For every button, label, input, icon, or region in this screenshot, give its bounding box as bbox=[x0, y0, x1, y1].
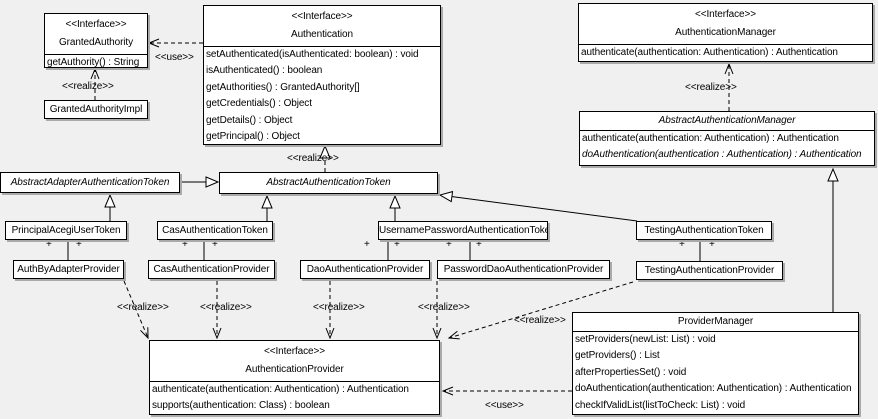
stereotype-label: <<Interface>> bbox=[264, 346, 325, 357]
plus-label: + bbox=[709, 239, 715, 250]
class-cas-authentication-token: CasAuthenticationToken bbox=[157, 221, 273, 240]
realize-label: <<realize>> bbox=[685, 82, 737, 93]
plus-label: + bbox=[476, 239, 482, 250]
method-label: getAuthorities() : GrantedAuthority[] bbox=[206, 81, 360, 93]
class-abstract-authentication-token: AbstractAuthenticationToken bbox=[219, 172, 438, 194]
class-granted-authority-impl: GrantedAuthorityImpl bbox=[44, 100, 148, 119]
method-label: setAuthenticated(isAuthenticated: boolea… bbox=[206, 49, 419, 60]
method-label: doAuthentication(authentication: Authent… bbox=[575, 383, 852, 395]
plus-label: + bbox=[394, 239, 400, 250]
class-provider-manager: ProviderManager setProviders(newList: Li… bbox=[572, 312, 859, 415]
class-name: TestingAuthenticationProvider bbox=[644, 265, 775, 276]
method-label: isAuthenticated() : boolean bbox=[206, 65, 323, 77]
plus-label: + bbox=[446, 239, 452, 250]
method-label: doAuthentication(authentication : Authen… bbox=[582, 149, 862, 161]
method-label: getCredentials() : Object bbox=[206, 98, 312, 110]
edge-gen-testingauthenticationtoken bbox=[440, 195, 638, 222]
class-authentication-manager: <<Interface>> AuthenticationManager auth… bbox=[578, 3, 873, 62]
class-name: AuthenticationManager bbox=[675, 27, 776, 38]
class-testing-authentication-provider: TestingAuthenticationProvider bbox=[636, 261, 783, 280]
method-label: setProviders(newList: List) : void bbox=[575, 334, 716, 345]
realize-label: <<realize>> bbox=[117, 302, 169, 313]
realize-label: <<realize>> bbox=[287, 153, 339, 164]
method-label: authenticate(authentication: Authenticat… bbox=[582, 133, 839, 144]
class-name: PrincipalAcegiUserToken bbox=[11, 225, 121, 236]
method-label: supports(authentication: Class) : boolea… bbox=[152, 400, 330, 412]
stereotype-label: <<Interface>> bbox=[65, 19, 127, 30]
class-password-dao-authentication-provider: PasswordDaoAuthenticationProvider bbox=[437, 260, 610, 279]
class-abstract-adapter-authentication-token: AbstractAdapterAuthenticationToken bbox=[0, 172, 180, 193]
method-label: authenticate(authentication: Authenticat… bbox=[581, 47, 838, 58]
method-label: getProviders() : List bbox=[575, 350, 660, 362]
plus-label: + bbox=[182, 239, 188, 250]
class-name: CasAuthenticationToken bbox=[162, 225, 268, 236]
class-name: AuthByAdapterProvider bbox=[17, 264, 120, 275]
class-authentication-provider: <<Interface>> AuthenticationProvider aut… bbox=[149, 340, 440, 415]
class-name: UsernamePasswordAuthenticationToken bbox=[379, 225, 547, 236]
class-name: AbstractAdapterAuthenticationToken bbox=[10, 177, 170, 188]
plus-label: + bbox=[46, 239, 52, 250]
plus-label: + bbox=[679, 239, 685, 250]
class-cas-authentication-provider: CasAuthenticationProvider bbox=[148, 260, 275, 279]
realize-label: <<realize>> bbox=[62, 81, 114, 92]
class-name: DaoAuthenticationProvider bbox=[306, 264, 424, 275]
class-name: AuthenticationProvider bbox=[245, 364, 344, 375]
class-granted-authority: <<Interface>> GrantedAuthority getAuthor… bbox=[44, 13, 148, 68]
class-name: GrantedAuthorityImpl bbox=[49, 104, 143, 115]
realize-label: <<realize>> bbox=[418, 302, 470, 313]
realize-label: <<realize>> bbox=[514, 315, 566, 326]
class-principal-acegi-user-token: PrincipalAcegiUserToken bbox=[5, 221, 127, 240]
method-label: checkIfValidList(listToCheck: List) : vo… bbox=[575, 399, 746, 411]
plus-label: + bbox=[212, 239, 218, 250]
class-username-password-authentication-token: UsernamePasswordAuthenticationToken bbox=[378, 221, 548, 240]
class-authentication: <<Interface>> Authentication setAuthenti… bbox=[203, 5, 441, 145]
class-name: GrantedAuthority bbox=[59, 37, 133, 48]
method-label: getPrincipal() : Object bbox=[206, 130, 300, 142]
stereotype-label: <<Interface>> bbox=[695, 9, 756, 20]
class-name: AbstractAuthenticationManager bbox=[658, 115, 796, 126]
class-name: AbstractAuthenticationToken bbox=[266, 177, 391, 188]
class-testing-authentication-token: TestingAuthenticationToken bbox=[636, 221, 772, 240]
use-label: <<use>> bbox=[485, 400, 524, 411]
edge-realize-authbyadapterprovider bbox=[123, 280, 148, 338]
method-label: getAuthority() : String bbox=[47, 57, 140, 68]
realize-label: <<realize>> bbox=[200, 302, 252, 313]
class-name: CasAuthenticationProvider bbox=[153, 264, 270, 275]
realize-label: <<realize>> bbox=[313, 302, 365, 313]
class-name: ProviderManager bbox=[677, 316, 754, 327]
class-name: PasswordDaoAuthenticationProvider bbox=[443, 264, 604, 275]
method-label: authenticate(authentication: Authenticat… bbox=[152, 384, 409, 395]
method-label: afterPropertiesSet() : void bbox=[575, 366, 687, 378]
class-dao-authentication-provider: DaoAuthenticationProvider bbox=[300, 260, 430, 279]
plus-label: + bbox=[364, 239, 370, 250]
class-name: Authentication bbox=[291, 29, 353, 40]
class-auth-by-adapter-provider: AuthByAdapterProvider bbox=[13, 260, 124, 279]
use-label: <<use>> bbox=[155, 52, 194, 63]
class-name: TestingAuthenticationToken bbox=[644, 225, 764, 236]
stereotype-label: <<Interface>> bbox=[291, 11, 353, 22]
class-abstract-authentication-manager: AbstractAuthenticationManager authentica… bbox=[579, 111, 875, 166]
plus-label: + bbox=[76, 239, 82, 250]
method-label: getDetails() : Object bbox=[206, 114, 293, 126]
